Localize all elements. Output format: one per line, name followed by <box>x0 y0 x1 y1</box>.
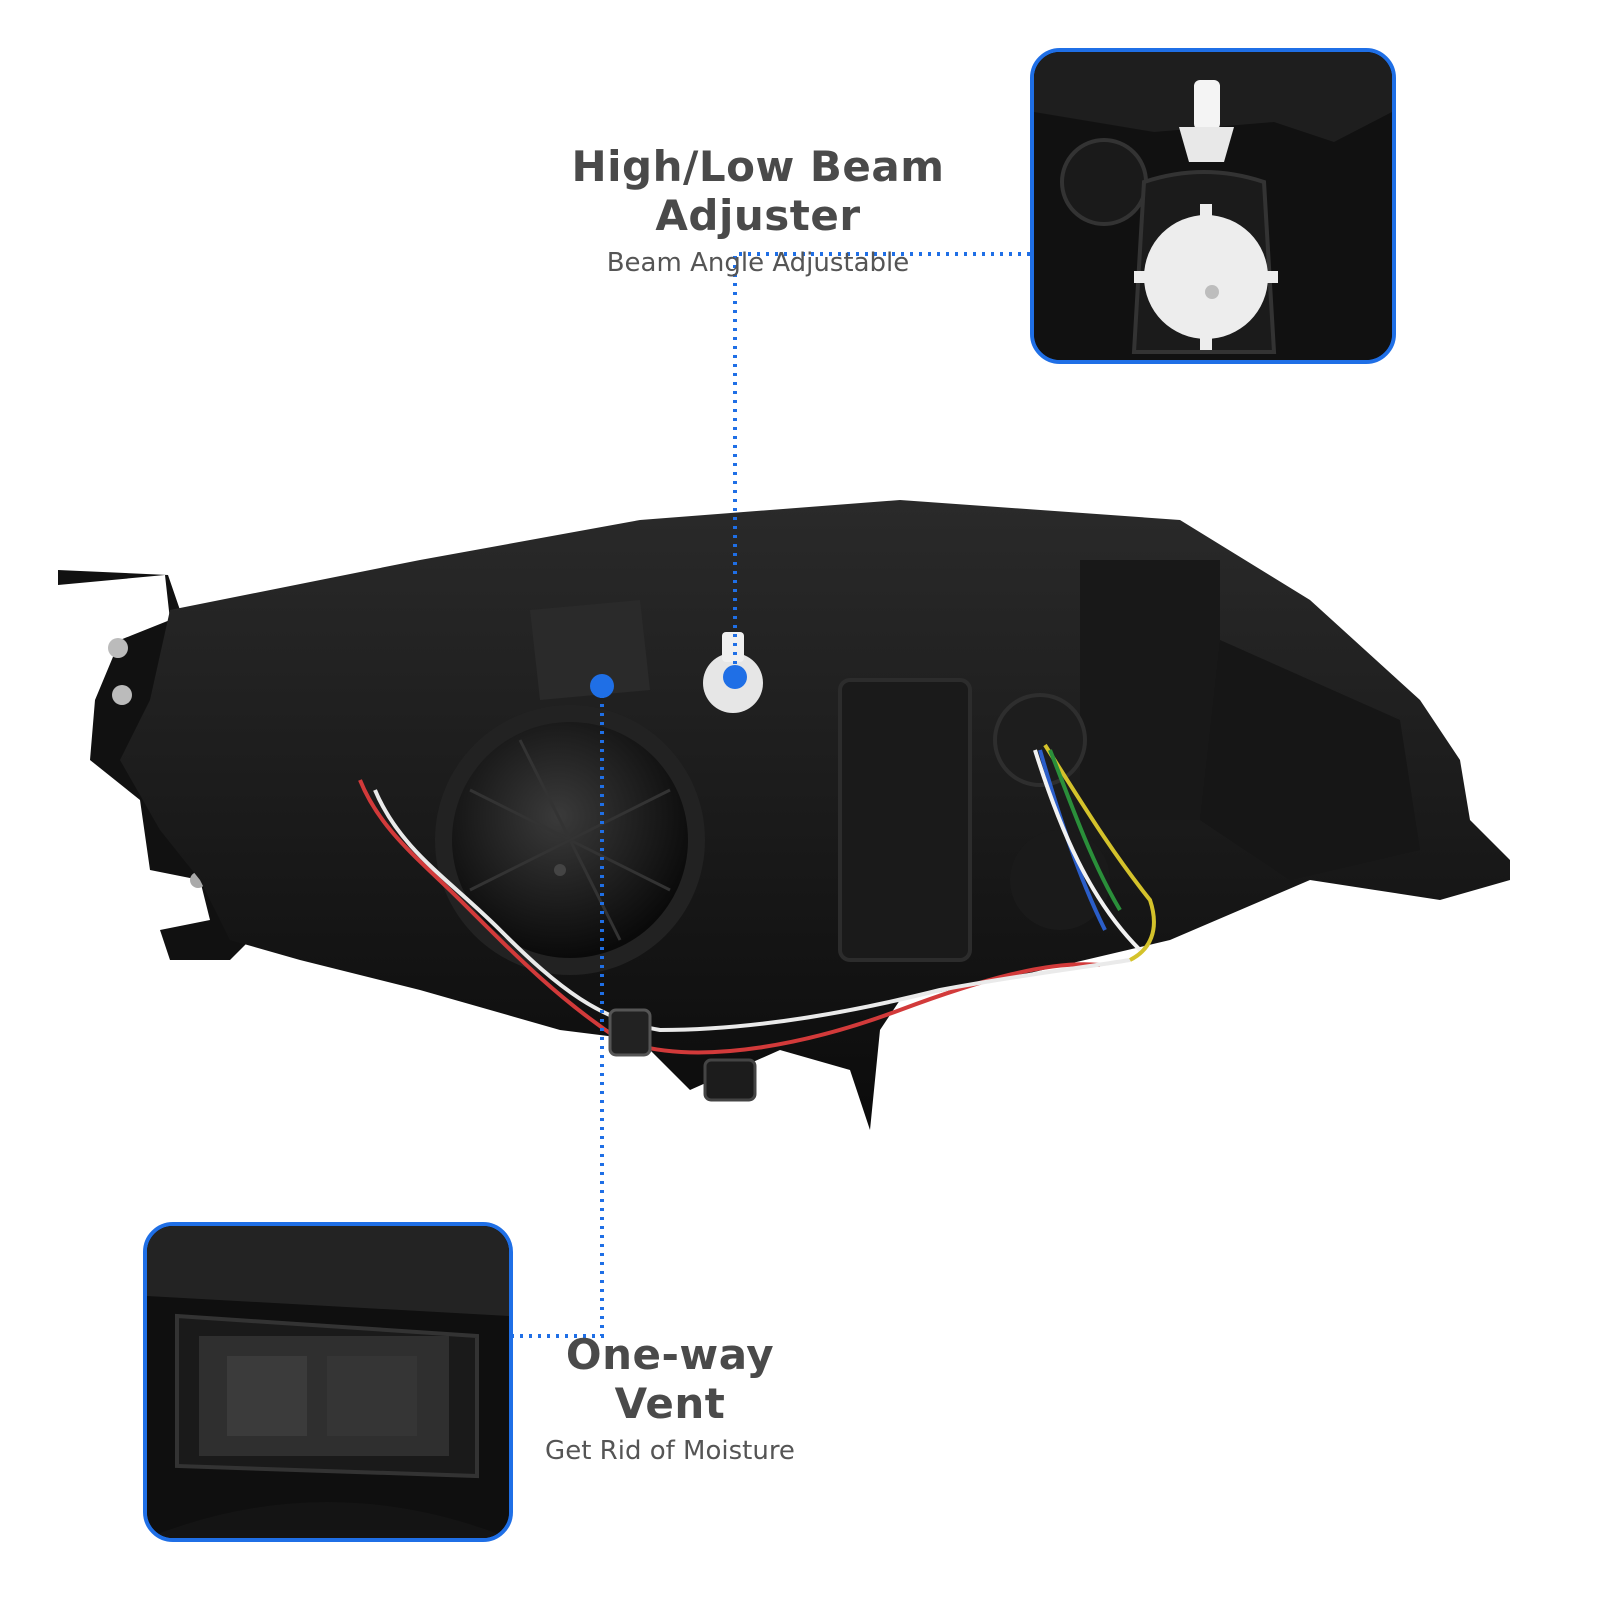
vent-subtitle: Get Rid of Moisture <box>545 1436 795 1466</box>
callout-leader-lines <box>507 252 1030 1338</box>
adjuster-zoom-panel <box>1030 48 1396 364</box>
wire-connector <box>608 1008 652 1057</box>
bulb-socket <box>993 693 1087 787</box>
wire-connector-2 <box>703 1058 757 1102</box>
adjuster-marker-dot <box>723 665 747 689</box>
vent-callout: One-way Vent Get Rid of Moisture <box>510 1330 830 1466</box>
adjuster-callout: High/Low Beam Adjuster Beam Angle Adjust… <box>488 142 1028 278</box>
headlight-housing <box>120 500 1510 1130</box>
adjuster-title: High/Low Beam Adjuster <box>571 142 945 240</box>
vent-closeup-image <box>147 1226 509 1538</box>
bulb-socket-lower <box>1010 830 1110 930</box>
vent-title: One-way Vent <box>565 1330 775 1428</box>
dust-cap <box>435 705 705 975</box>
adjuster-closeup-image <box>1034 52 1392 360</box>
vent-marker-dot <box>590 674 614 698</box>
vent-zoom-panel <box>143 1222 513 1542</box>
adjuster-subtitle: Beam Angle Adjustable <box>606 248 910 278</box>
